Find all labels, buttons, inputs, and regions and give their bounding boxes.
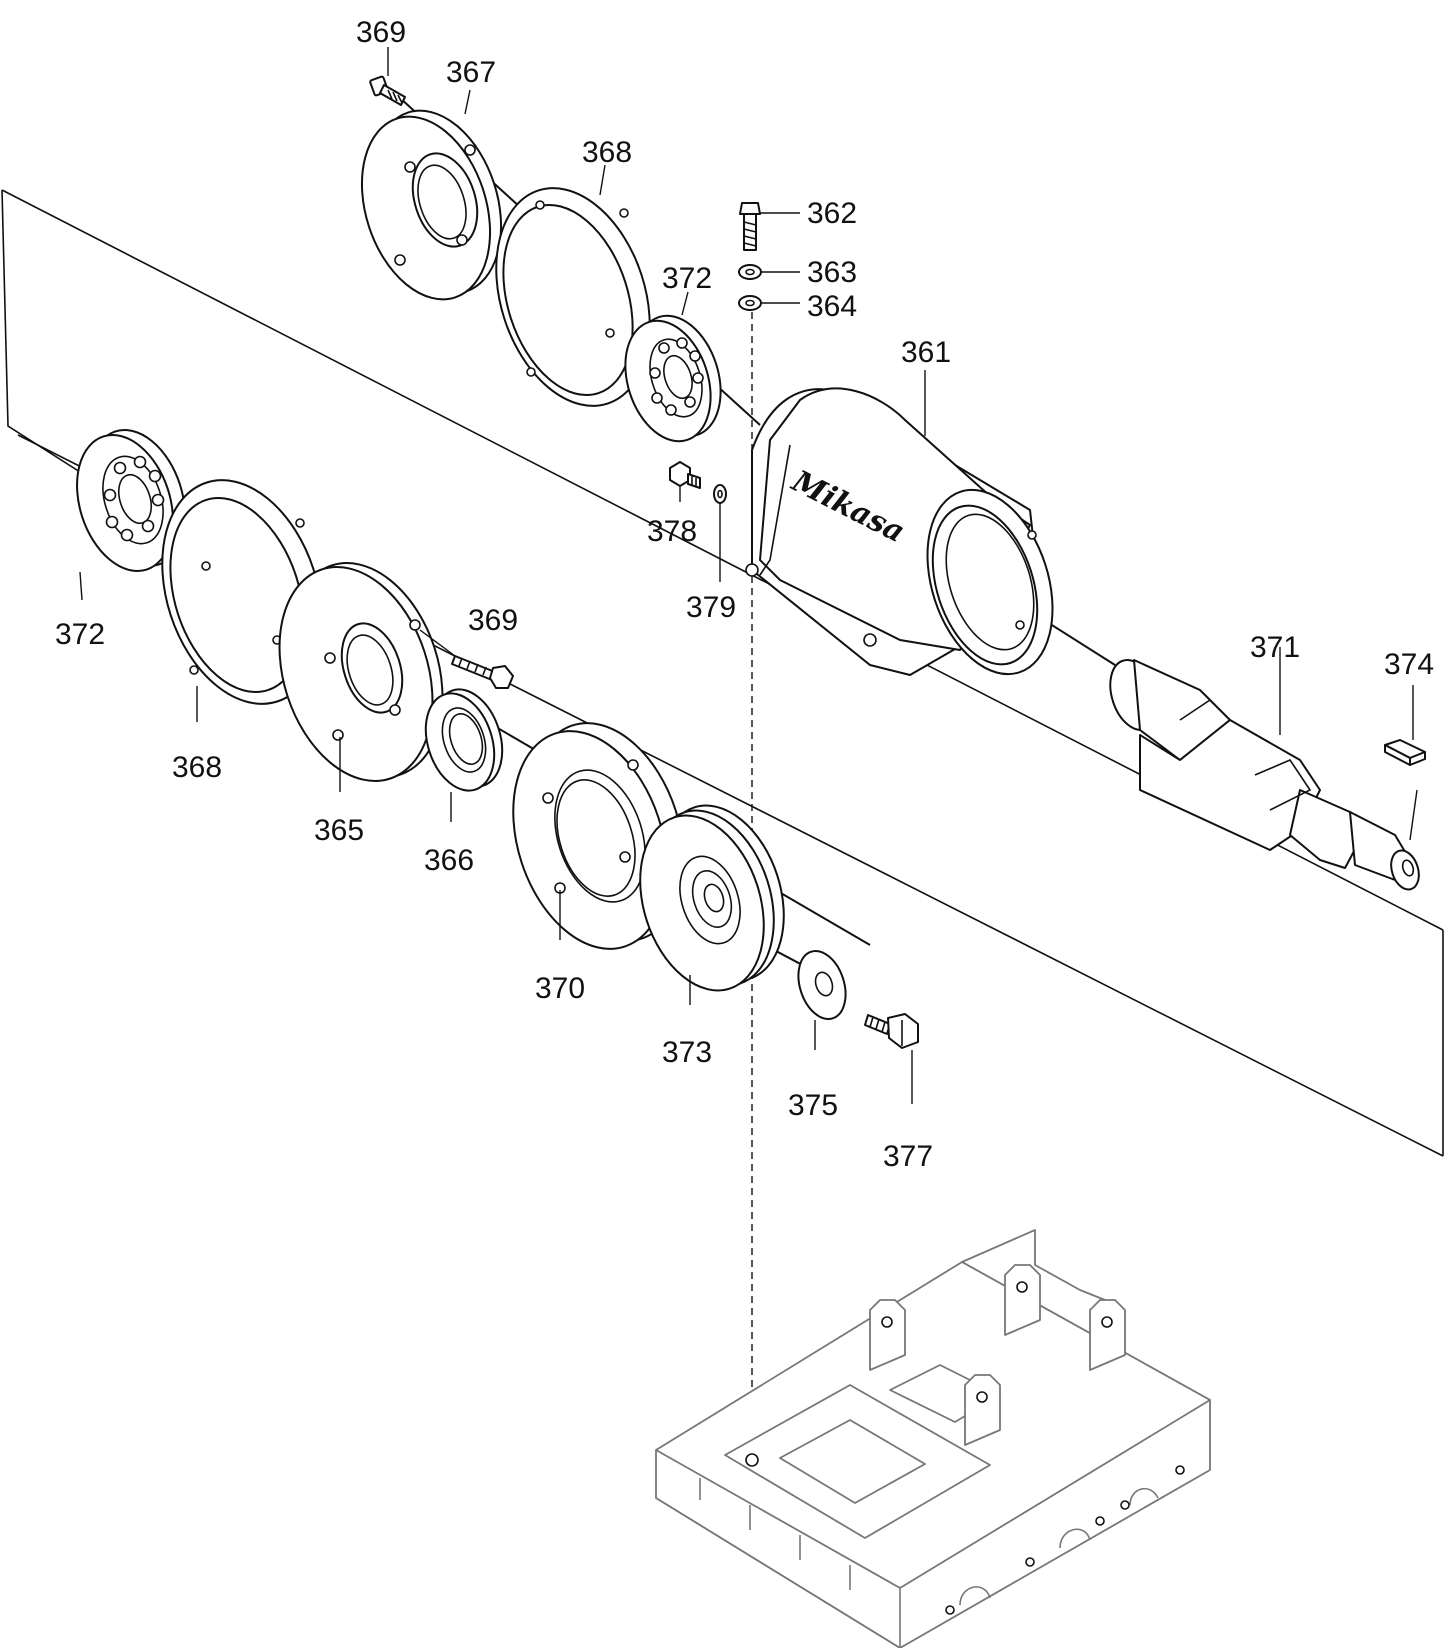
washer-375: [797, 950, 847, 1020]
label-363: 363: [807, 256, 857, 289]
label-368-left: 368: [172, 751, 222, 784]
label-367: 367: [446, 56, 496, 89]
label-371: 371: [1250, 631, 1300, 664]
bearing-372-top: [624, 314, 722, 443]
label-369-lower: 369: [468, 604, 518, 637]
label-375: 375: [788, 1089, 838, 1122]
bolt-369-top: [369, 75, 406, 106]
label-370: 370: [535, 972, 585, 1005]
washer-364: [738, 295, 762, 311]
label-364: 364: [807, 290, 857, 323]
flange-365: [278, 562, 444, 782]
oil-seal-366: [424, 688, 504, 792]
gasket-368-top: [495, 187, 651, 407]
eccentric-shaft-371: [1109, 659, 1420, 891]
label-373: 373: [662, 1036, 712, 1069]
label-362: 362: [807, 197, 857, 230]
label-368-top: 368: [582, 136, 632, 169]
key-374: [1384, 739, 1426, 766]
base-plate-frame: [655, 1229, 1211, 1648]
label-379: 379: [686, 591, 736, 624]
bolt-369-lower: [419, 629, 514, 689]
pulley-373: [639, 804, 785, 992]
label-374: 374: [1384, 648, 1434, 681]
label-365: 365: [314, 814, 364, 847]
washer-363: [738, 264, 762, 280]
label-369-top: 369: [356, 16, 406, 49]
housing-361: Mikasa: [745, 387, 1054, 676]
label-372-top: 372: [662, 262, 712, 295]
leader-lines: [79, 47, 1418, 1104]
label-361: 361: [901, 336, 951, 369]
label-377: 377: [883, 1140, 933, 1173]
bolt-377: [864, 1013, 919, 1049]
part-labels: 369 367 368 362 363 372 364 361 378 379 …: [55, 16, 1434, 1173]
label-372-left: 372: [55, 618, 105, 651]
bolt-378: [669, 461, 701, 489]
flange-367: [360, 109, 503, 301]
washer-379: [713, 484, 727, 504]
label-378: 378: [647, 515, 697, 548]
bolt-362: [739, 202, 761, 251]
bearing-372-left: [76, 428, 186, 573]
label-366: 366: [424, 844, 474, 877]
